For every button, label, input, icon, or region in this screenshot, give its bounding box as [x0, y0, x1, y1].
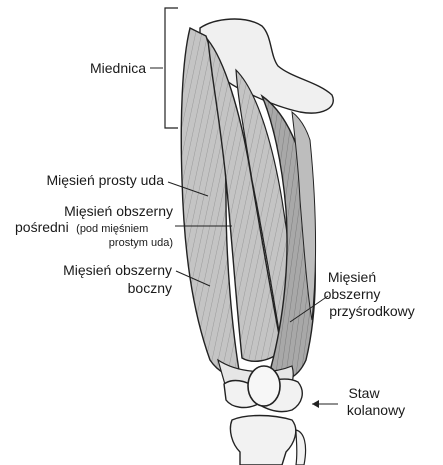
label-vastus-medialis-line3: przyśrodkowy [329, 303, 415, 319]
label-vastus-medialis-line2: obszerny [324, 286, 381, 302]
fibula-bone [296, 430, 306, 465]
label-vastus-lateralis-line1: Mięsień obszerny [63, 262, 172, 278]
label-vastus-lateralis-line2: boczny [128, 280, 172, 296]
label-vastus-intermedius-main: pośredni [15, 219, 69, 235]
label-pelvis: Miednica [90, 60, 146, 76]
label-vastus-intermedius-line1: Mięsień obszerny [64, 203, 173, 219]
label-knee-line2: kolanowy [347, 402, 405, 418]
label-vastus-intermedius-line2: pośredni (pod mięśniem [15, 219, 148, 236]
pelvis-bracket [165, 8, 178, 128]
arrowhead-knee [312, 400, 319, 408]
label-vastus-intermedius-line3: prostym uda) [109, 237, 173, 249]
label-rectus-femoris: Mięsień prosty uda [46, 172, 164, 188]
label-vastus-medialis-line1: Mięsień [328, 269, 376, 285]
label-knee-line1: Staw [348, 385, 380, 401]
tibia-bone [230, 416, 295, 465]
label-vastus-intermedius-note: (pod mięśniem [76, 223, 148, 235]
patella [248, 366, 280, 406]
